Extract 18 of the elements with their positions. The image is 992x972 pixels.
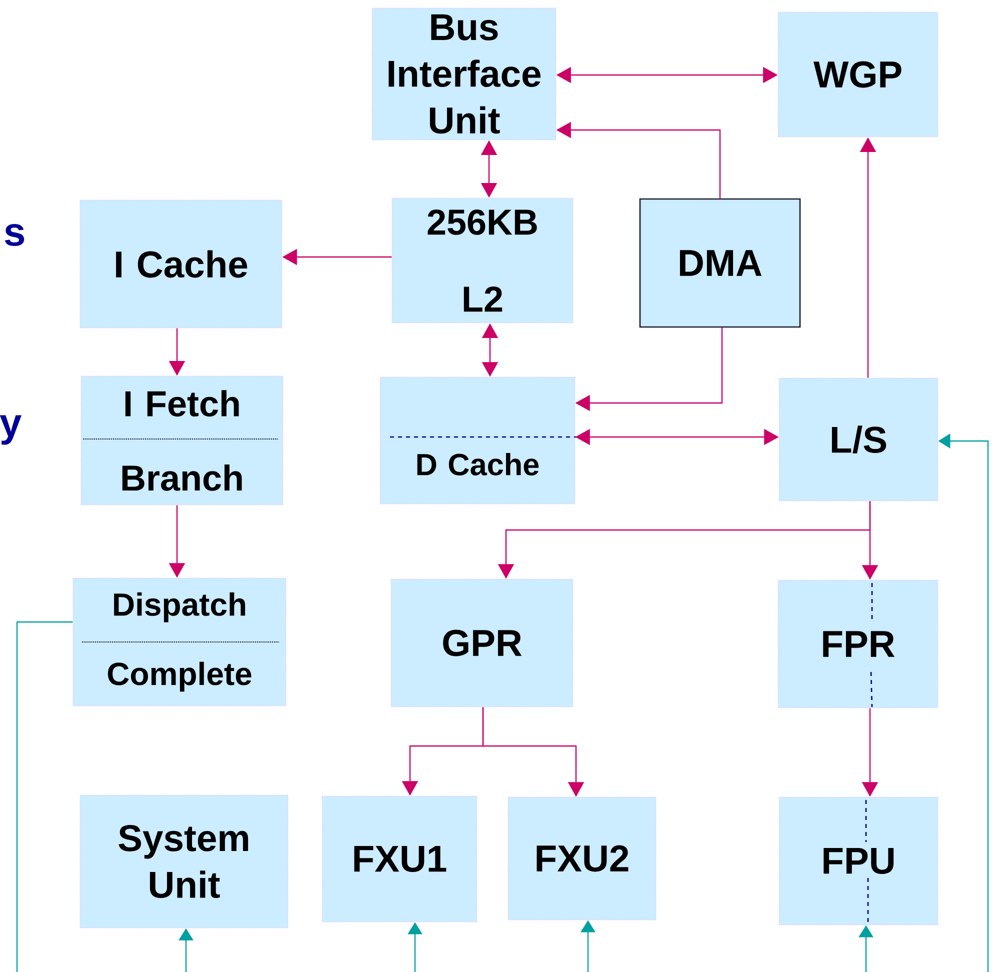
unit-box: FPU xyxy=(778,796,938,926)
unit-box: FXU2 xyxy=(508,796,656,920)
unit-box: FPR xyxy=(778,580,938,708)
unit-box: Dispatch Complete xyxy=(72,578,286,706)
unit-box: FXU1 xyxy=(322,796,478,922)
unit-box: Bus Interface Unit xyxy=(372,8,556,140)
unit-box: I Fetch Branch xyxy=(80,376,284,506)
unit-box: D Cache xyxy=(380,376,576,504)
unit-box: GPR xyxy=(390,578,574,708)
unit-box: 256KB L2 xyxy=(392,198,574,324)
unit-box: DMA xyxy=(639,198,801,328)
side-text: y xyxy=(0,415,22,445)
unit-box: System Unit xyxy=(80,794,288,928)
connector-line xyxy=(16,621,73,972)
unit-box: L/S xyxy=(778,378,938,502)
side-text: s xyxy=(4,224,24,246)
unit-box: I Cache xyxy=(80,200,282,328)
unit-box: WGP xyxy=(778,12,938,138)
